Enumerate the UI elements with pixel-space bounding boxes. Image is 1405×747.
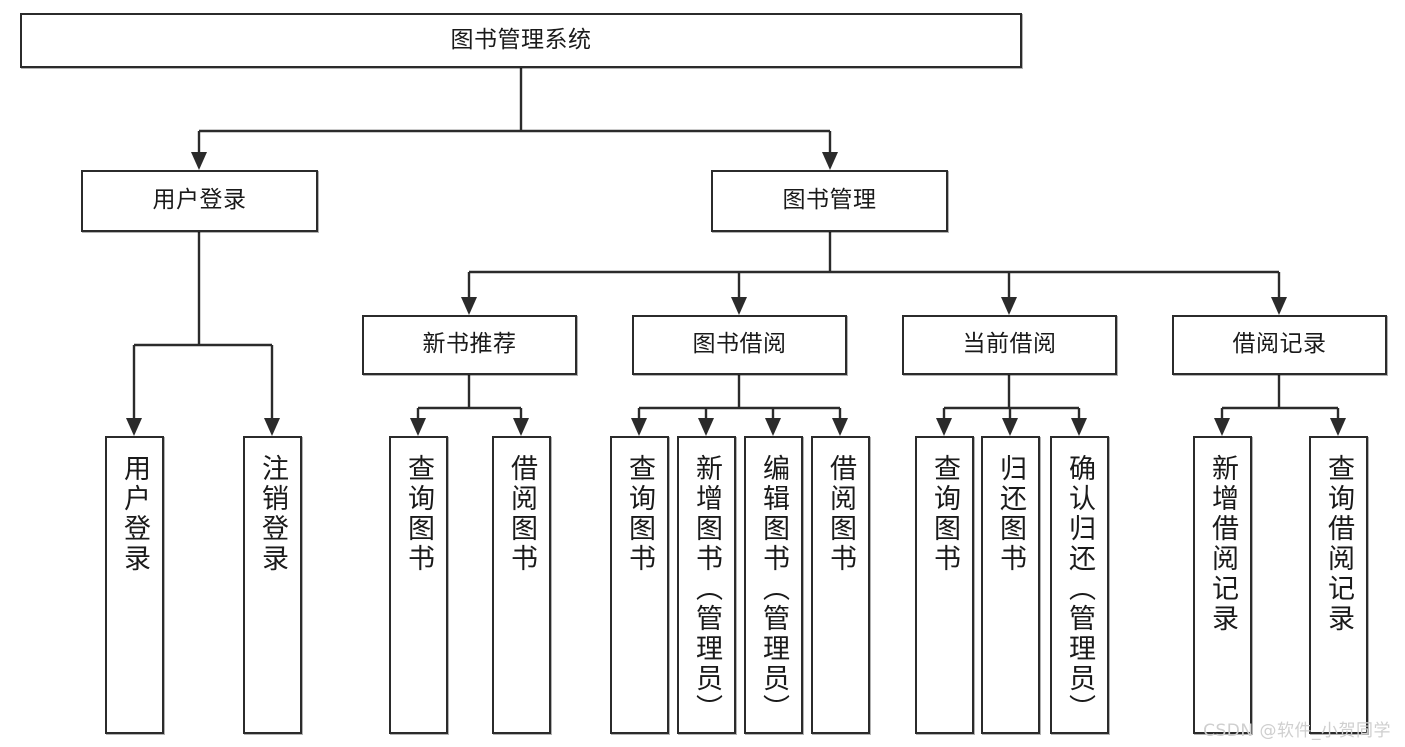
leaf-current-query-book-label: 查询图书	[931, 454, 958, 574]
leaf-current-confirm-return-admin[interactable]: 确认归还（管理员）	[1050, 436, 1109, 734]
edge-borrow-to-leaves	[631, 375, 848, 436]
leaf-logout-label: 注销登录	[259, 454, 286, 574]
leaf-newbook-borrow-book[interactable]: 借阅图书	[492, 436, 551, 734]
node-root-label: 图书管理系统	[451, 27, 592, 54]
leaf-newbook-query-book-label: 查询图书	[405, 454, 432, 574]
node-user-login-label: 用户登录	[153, 187, 247, 214]
edge-bookmgmt-to-level2	[461, 232, 1287, 315]
leaf-borrow-query-book[interactable]: 查询图书	[610, 436, 669, 734]
leaf-current-return-book-label: 归还图书	[997, 454, 1024, 574]
leaf-user-login[interactable]: 用户登录	[105, 436, 164, 734]
node-current-borrow[interactable]: 当前借阅	[902, 315, 1117, 375]
leaf-newbook-query-book[interactable]: 查询图书	[389, 436, 448, 734]
leaf-newbook-borrow-book-label: 借阅图书	[508, 454, 535, 574]
node-new-book-recommend[interactable]: 新书推荐	[362, 315, 577, 375]
node-borrow-records[interactable]: 借阅记录	[1172, 315, 1387, 375]
node-book-management[interactable]: 图书管理	[711, 170, 948, 232]
leaf-logout[interactable]: 注销登录	[243, 436, 302, 734]
edge-newbook-to-leaves	[410, 375, 529, 436]
leaf-records-query-record[interactable]: 查询借阅记录	[1309, 436, 1368, 734]
edge-root-to-level1	[191, 68, 838, 170]
node-current-borrow-label: 当前借阅	[963, 331, 1057, 358]
node-book-borrow-label: 图书借阅	[693, 331, 787, 358]
edge-current-to-leaves	[936, 375, 1087, 436]
node-book-management-label: 图书管理	[783, 187, 877, 214]
node-root[interactable]: 图书管理系统	[20, 13, 1022, 68]
node-borrow-records-label: 借阅记录	[1233, 331, 1327, 358]
leaf-borrow-borrow-book[interactable]: 借阅图书	[811, 436, 870, 734]
csdn-watermark: CSDN @软件_小贺同学	[1203, 716, 1391, 741]
node-book-borrow[interactable]: 图书借阅	[632, 315, 847, 375]
leaf-borrow-borrow-book-label: 借阅图书	[827, 454, 854, 574]
leaf-current-confirm-return-admin-label: 确认归还（管理员）	[1066, 454, 1093, 724]
leaf-borrow-add-book-admin-label: 新增图书（管理员）	[693, 454, 720, 724]
edge-records-to-leaves	[1214, 375, 1346, 436]
leaf-borrow-add-book-admin[interactable]: 新增图书（管理员）	[677, 436, 736, 734]
leaf-borrow-query-book-label: 查询图书	[626, 454, 653, 574]
node-new-book-recommend-label: 新书推荐	[423, 331, 517, 358]
leaf-borrow-edit-book-admin-label: 编辑图书（管理员）	[760, 454, 787, 724]
node-user-login[interactable]: 用户登录	[81, 170, 318, 232]
leaf-user-login-label: 用户登录	[121, 454, 148, 574]
leaf-records-query-record-label: 查询借阅记录	[1325, 454, 1352, 634]
leaf-current-return-book[interactable]: 归还图书	[981, 436, 1040, 734]
edge-login-to-leaves	[126, 232, 280, 436]
leaf-records-add-record[interactable]: 新增借阅记录	[1193, 436, 1252, 734]
leaf-borrow-edit-book-admin[interactable]: 编辑图书（管理员）	[744, 436, 803, 734]
leaf-current-query-book[interactable]: 查询图书	[915, 436, 974, 734]
leaf-records-add-record-label: 新增借阅记录	[1209, 454, 1236, 634]
